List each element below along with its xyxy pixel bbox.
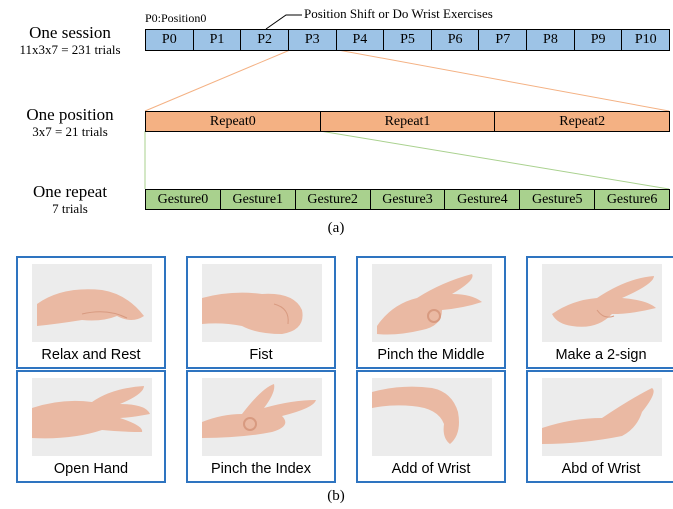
gesture-tile: Pinch the Middle (356, 256, 506, 369)
gesture-photo (32, 264, 152, 342)
position-cell: Repeat0 (146, 112, 321, 131)
gesture-photo (202, 264, 322, 342)
gesture-label: Fist (188, 347, 334, 363)
position-cell: Repeat2 (495, 112, 669, 131)
hand-pinch-middle-icon (372, 264, 492, 342)
session-label-group: One session 11x3x7 = 231 trials (0, 24, 140, 57)
gesture-tile: Relax and Rest (16, 256, 166, 369)
session-cell: P2 (241, 30, 289, 50)
shift-annotation: Position Shift or Do Wrist Exercises (304, 6, 493, 22)
session-cell: P4 (337, 30, 385, 50)
repeat-cell: Gesture4 (445, 190, 520, 209)
gesture-tile: Add of Wrist (356, 370, 506, 483)
hand-pinch-index-icon (202, 378, 322, 456)
session-cell: P5 (384, 30, 432, 50)
repeat-cell: Gesture0 (146, 190, 221, 209)
hand-relaxed-icon (32, 264, 152, 342)
gesture-photo (542, 378, 662, 456)
gesture-photo (542, 264, 662, 342)
repeat-cell: Gesture1 (221, 190, 296, 209)
hand-fist-icon (202, 264, 322, 342)
gesture-tile: Open Hand (16, 370, 166, 483)
caption-a: (a) (316, 220, 356, 237)
session-cell: P6 (432, 30, 480, 50)
gesture-tile: Pinch the Index (186, 370, 336, 483)
gesture-label: Abd of Wrist (528, 461, 673, 477)
repeat-label-group: One repeat 7 trials (0, 183, 140, 216)
position-cell: Repeat1 (321, 112, 496, 131)
session-cell: P7 (479, 30, 527, 50)
session-cell: P0 (146, 30, 194, 50)
gesture-tile: Abd of Wrist (526, 370, 673, 483)
caption-b: (b) (316, 488, 356, 505)
wrist-adduction-icon (372, 378, 492, 456)
gesture-label: Relax and Rest (18, 347, 164, 363)
gesture-tile: Fist (186, 256, 336, 369)
gesture-label: Pinch the Middle (358, 347, 504, 363)
session-sub: 11x3x7 = 231 trials (0, 43, 140, 57)
wrist-abduction-icon (542, 378, 662, 456)
hand-two-sign-icon (542, 264, 662, 342)
position-label: One position (0, 106, 140, 125)
gesture-photo (32, 378, 152, 456)
p0-annotation: P0:Position0 (145, 11, 206, 26)
gesture-label: Add of Wrist (358, 461, 504, 477)
session-cell: P8 (527, 30, 575, 50)
gesture-label: Make a 2-sign (528, 347, 673, 363)
gesture-photo (202, 378, 322, 456)
repeat-label: One repeat (0, 183, 140, 202)
session-cell: P9 (575, 30, 623, 50)
gesture-label: Pinch the Index (188, 461, 334, 477)
session-cell: P3 (289, 30, 337, 50)
session-cell: P10 (622, 30, 669, 50)
gesture-photo (372, 378, 492, 456)
repeat-cell: Gesture3 (371, 190, 446, 209)
hand-open-icon (32, 378, 152, 456)
gesture-tile: Make a 2-sign (526, 256, 673, 369)
repeat-cell: Gesture6 (595, 190, 669, 209)
position-sub: 3x7 = 21 trials (0, 125, 140, 139)
gesture-photo (372, 264, 492, 342)
position-label-group: One position 3x7 = 21 trials (0, 106, 140, 139)
session-cell: P1 (194, 30, 242, 50)
repeat-cell: Gesture2 (296, 190, 371, 209)
gesture-label: Open Hand (18, 461, 164, 477)
repeat-sub: 7 trials (0, 202, 140, 216)
repeat-cell: Gesture5 (520, 190, 595, 209)
session-label: One session (0, 24, 140, 43)
